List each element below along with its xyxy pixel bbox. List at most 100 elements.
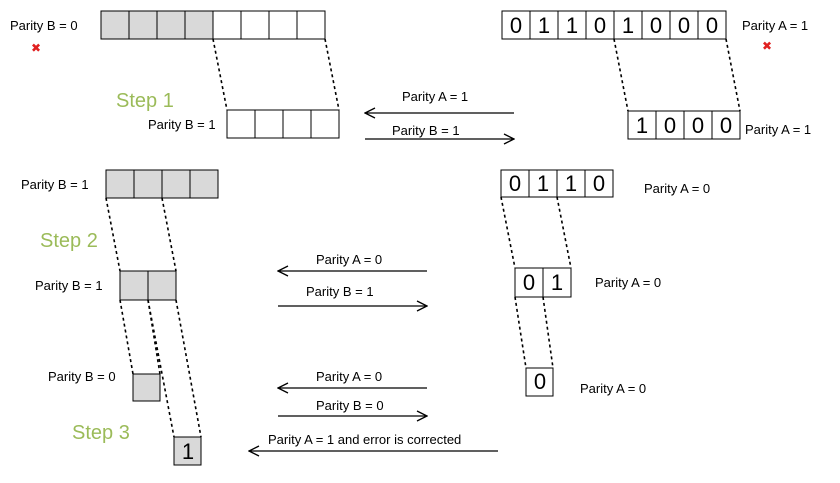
bob-parity-label-step3-top: Parity B = 0	[48, 369, 116, 384]
alice-parity-label-step3-top: Parity A = 0	[580, 381, 646, 396]
bob-bit-cell	[310, 109, 340, 139]
error-icon: ✖	[762, 39, 772, 53]
split-guide-line	[105, 197, 121, 272]
alice-bit: 0	[706, 13, 718, 38]
error-icon: ✖	[31, 41, 41, 55]
step-2-label: Step 2	[40, 230, 98, 252]
alice-bit-cell	[627, 110, 657, 140]
alice-parity-label-step1: Parity A = 1	[745, 122, 811, 137]
alice-bit-cell	[697, 10, 727, 40]
alice-bit-cell	[669, 10, 699, 40]
alice-bit-cell	[525, 367, 554, 397]
alice-bit: 0	[593, 171, 605, 196]
alice-bit: 0	[510, 13, 522, 38]
alice-block-row1: 0 1 1 0 1 0 0 0	[501, 10, 727, 40]
arrow-label-s2-left: Parity A = 0	[316, 252, 382, 267]
alice-block-step1: 1 0 0 0	[627, 110, 741, 140]
bob-bit-cell	[184, 10, 214, 40]
bob-bit-cell	[226, 109, 256, 139]
split-guide-line	[161, 197, 177, 272]
alice-bit: 1	[566, 13, 578, 38]
alice-bit: 0	[509, 171, 521, 196]
step-3-label: Step 3	[72, 422, 130, 444]
split-guide-line	[175, 299, 202, 438]
alice-block-step2-top: 0 1 1 0	[500, 169, 614, 198]
bob-bit-cell	[128, 10, 158, 40]
alice-bit-cell	[641, 10, 671, 40]
alice-bit: 0	[664, 113, 676, 138]
alice-bit-cell	[542, 267, 572, 298]
split-guide-line	[556, 196, 572, 269]
alice-bit: 0	[523, 270, 535, 295]
bob-corrected-bit: 1	[182, 439, 194, 464]
alice-bit: 0	[594, 13, 606, 38]
bob-bit-cell	[268, 10, 298, 40]
bob-block-row1	[100, 10, 326, 40]
bob-block-step2-top	[105, 169, 219, 199]
alice-bit: 0	[720, 113, 732, 138]
arrow-label-s1-left: Parity A = 1	[402, 89, 468, 104]
alice-bit: 0	[678, 13, 690, 38]
arrow-label-s2-right: Parity B = 1	[306, 284, 374, 299]
split-guide-line	[514, 296, 527, 369]
arrow-label-s3-left: Parity A = 0	[316, 369, 382, 384]
bob-bit-cell	[189, 169, 219, 199]
arrow-label-s1-right: Parity B = 1	[392, 123, 460, 138]
bob-block-step3-top	[132, 373, 161, 402]
alice-bit-cell	[501, 10, 531, 40]
bob-parity-label-step2-top: Parity B = 1	[21, 177, 89, 192]
split-guide-line	[613, 38, 629, 112]
bob-bit-cell	[147, 270, 177, 301]
alice-bit-cell	[584, 169, 614, 198]
bob-parity-label-step1: Parity B = 1	[148, 117, 216, 132]
bob-bit-cell	[100, 10, 130, 40]
alice-block-step3: 0	[525, 367, 554, 397]
split-guide-line	[119, 299, 134, 375]
bob-block-step2-mid	[119, 270, 177, 301]
alice-parity-label-step2-mid: Parity A = 0	[595, 275, 661, 290]
bob-parity-label-step2-mid: Parity B = 1	[35, 278, 103, 293]
bob-bit-cell	[161, 169, 191, 199]
split-guide-line	[212, 38, 228, 111]
alice-bit: 1	[565, 171, 577, 196]
alice-bit: 1	[537, 171, 549, 196]
bob-bit-cell	[119, 270, 149, 301]
bob-bit-cell	[254, 109, 284, 139]
bob-bit-cell	[156, 10, 186, 40]
alice-parity-label-step2-top: Parity A = 0	[644, 181, 710, 196]
split-guide-line	[500, 196, 516, 269]
split-guide-line	[725, 38, 741, 112]
alice-bit: 1	[551, 270, 563, 295]
alice-bit: 1	[622, 13, 634, 38]
alice-bit-cell	[655, 110, 685, 140]
alice-bit-cell	[514, 267, 544, 298]
bob-block-final: 1	[173, 436, 202, 466]
bob-bit-cell	[133, 169, 163, 199]
bob-bit-cell	[212, 10, 242, 40]
bob-bit-cell	[173, 436, 202, 466]
split-guide-line	[147, 299, 175, 438]
step-1-label: Step 1	[116, 90, 174, 112]
bob-block-step1	[226, 109, 340, 139]
bob-bit-cell	[282, 109, 312, 139]
arrow-label-s3-right: Parity B = 0	[316, 398, 384, 413]
alice-bit-cell	[529, 10, 559, 40]
alice-bit: 0	[692, 113, 704, 138]
bob-bit-cell	[240, 10, 270, 40]
alice-bit: 0	[650, 13, 662, 38]
alice-bit-cell	[613, 10, 643, 40]
alice-block-step2-mid: 0 1	[514, 267, 572, 298]
bob-bit-cell	[296, 10, 326, 40]
bob-bit-cell	[105, 169, 135, 199]
alice-bit: 1	[538, 13, 550, 38]
split-guide-line	[324, 38, 340, 111]
arrow-label-s3-final: Parity A = 1 and error is corrected	[268, 432, 461, 447]
alice-parity-label-top: Parity A = 1	[742, 18, 808, 33]
alice-bit: 1	[636, 113, 648, 138]
bob-parity-label-top: Parity B = 0	[10, 18, 78, 33]
alice-bit: 0	[534, 369, 546, 394]
alice-bit-cell	[557, 10, 587, 40]
alice-bit-cell	[711, 110, 741, 140]
split-guide-line	[542, 296, 554, 369]
